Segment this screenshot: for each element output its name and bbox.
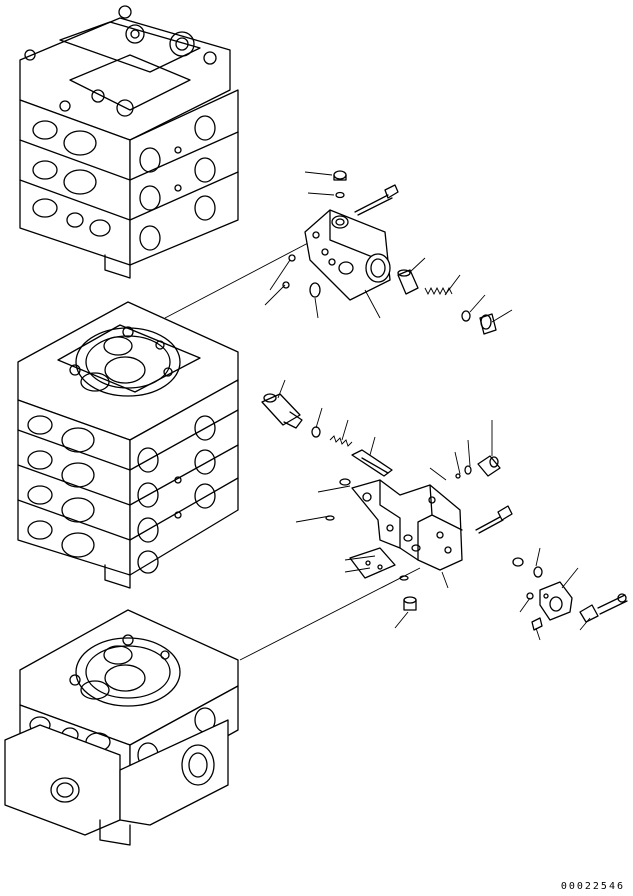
- o-ring-part: [311, 426, 321, 438]
- end-plug-part: [479, 313, 497, 335]
- bolt-part: [475, 505, 513, 534]
- middle-valve-block: [17, 301, 239, 589]
- spring-part: [329, 435, 353, 447]
- long-bolt-part: [579, 593, 628, 623]
- connection-lines: [164, 241, 421, 661]
- lower-sub-assembly: [261, 379, 628, 641]
- gasket-part: [349, 547, 396, 579]
- valve-body-part: [304, 209, 391, 301]
- plug-part: [333, 170, 347, 181]
- upper-sub-assembly: [264, 170, 513, 335]
- set-screw-part: [531, 617, 543, 631]
- stud-part: [403, 596, 417, 611]
- upper-valve-block: [19, 5, 239, 279]
- o-ring-part: [335, 191, 345, 199]
- bolt-part: [354, 184, 399, 216]
- fitting-part: [477, 455, 501, 477]
- diagram-part-code: 00022546: [560, 881, 625, 892]
- sub-valve-body-part: [351, 479, 463, 571]
- cartridge-valve-part: [261, 393, 303, 429]
- sleeve-part: [397, 269, 419, 295]
- lower-valve-block: [4, 609, 239, 846]
- o-ring-part: [461, 310, 471, 322]
- end-cap-part: [539, 581, 573, 621]
- o-ring-part: [533, 566, 543, 578]
- piston-part: [351, 449, 393, 477]
- o-ring-part: [309, 282, 321, 298]
